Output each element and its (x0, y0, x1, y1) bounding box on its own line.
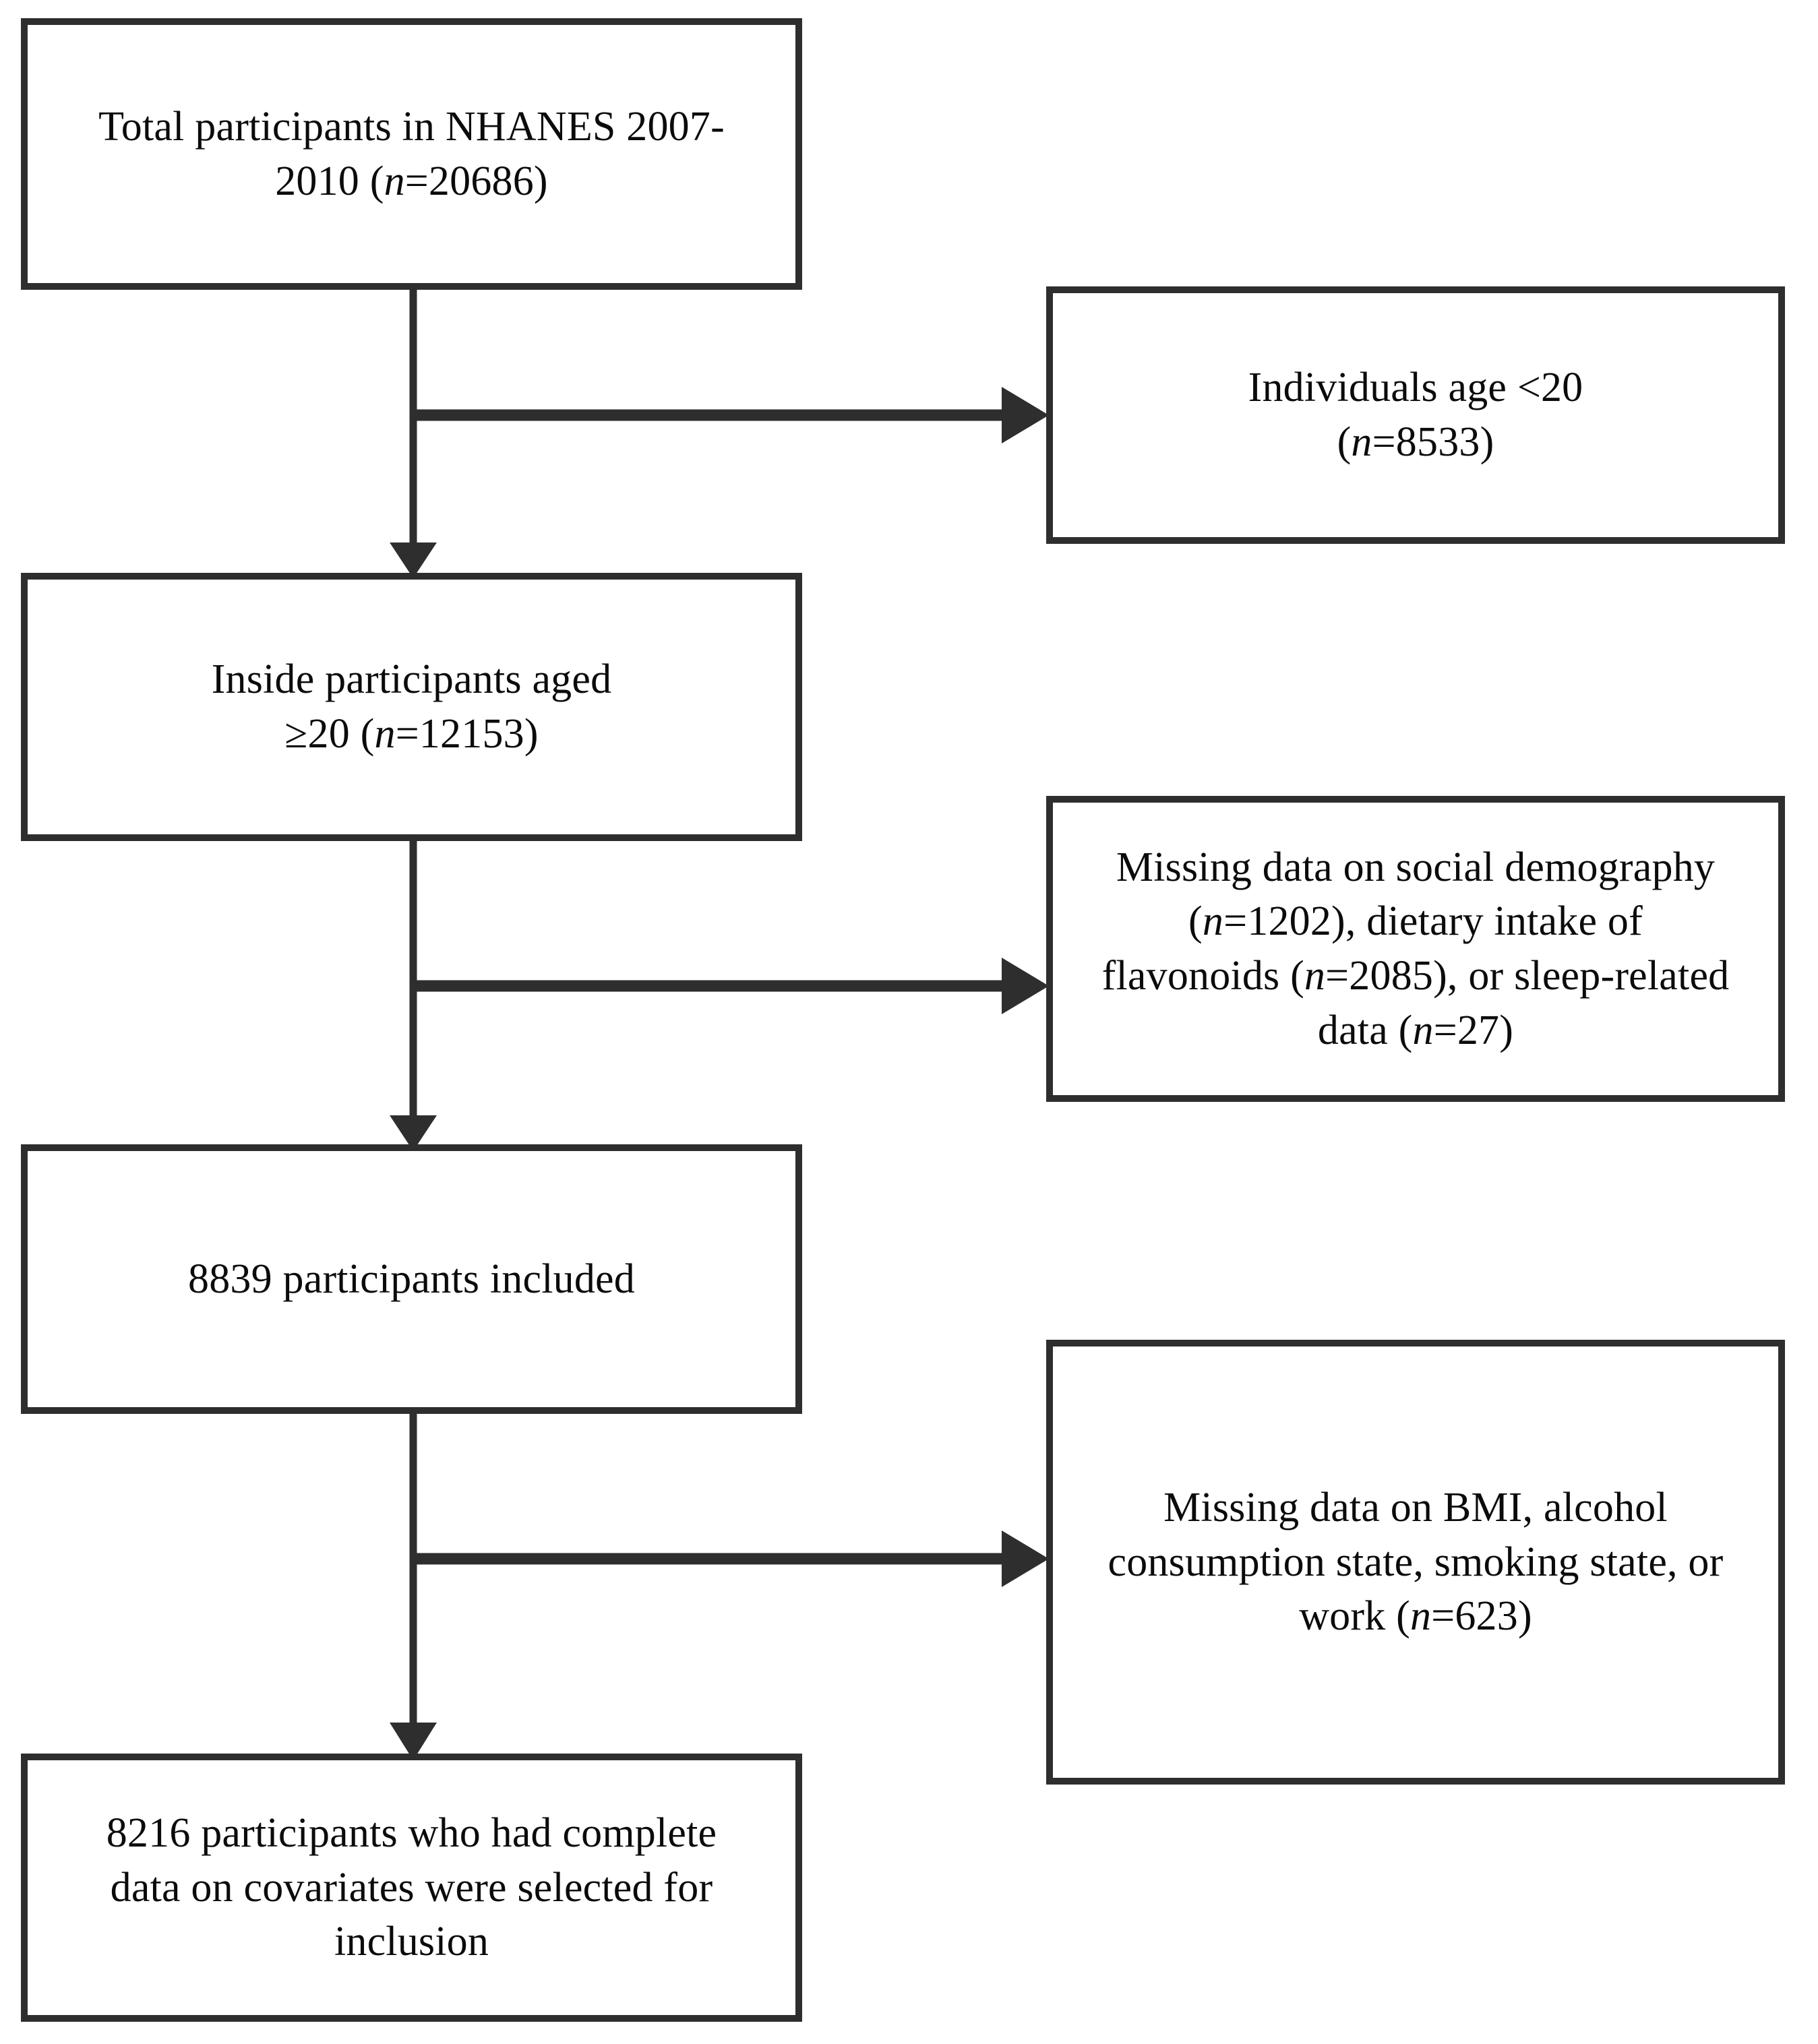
node-total-participants-label: Total participants in NHANES 2007-2010 (… (98, 103, 725, 204)
connector-included-to-final (390, 1414, 437, 1760)
node-excluded-age-under-20: Individuals age <20(n=8533) (1046, 286, 1785, 544)
node-excluded-missing-demography-diet-sleep: Missing data on social demography(n=1202… (1046, 796, 1785, 1102)
node-total-participants: Total participants in NHANES 2007-2010 (… (21, 18, 802, 290)
connector-adults-to-exclude-missing-1 (413, 958, 1049, 1014)
node-participants-included: 8839 participants included (21, 1144, 802, 1414)
node-excluded-missing-demography-diet-sleep-label: Missing data on social demography(n=1202… (1101, 844, 1730, 1053)
node-excluded-age-under-20-label: Individuals age <20(n=8533) (1248, 365, 1583, 465)
connector-included-to-exclude-missing-2 (413, 1530, 1049, 1587)
connector-total-to-exclude-age (413, 387, 1049, 443)
node-participants-included-label: 8839 participants included (188, 1256, 635, 1302)
connector-adults-to-included (390, 841, 437, 1151)
node-adults-included-label: Inside participants aged≥20 (n=12153) (211, 656, 612, 757)
connector-total-to-adults (390, 290, 437, 578)
node-adults-included: Inside participants aged≥20 (n=12153) (21, 573, 802, 841)
